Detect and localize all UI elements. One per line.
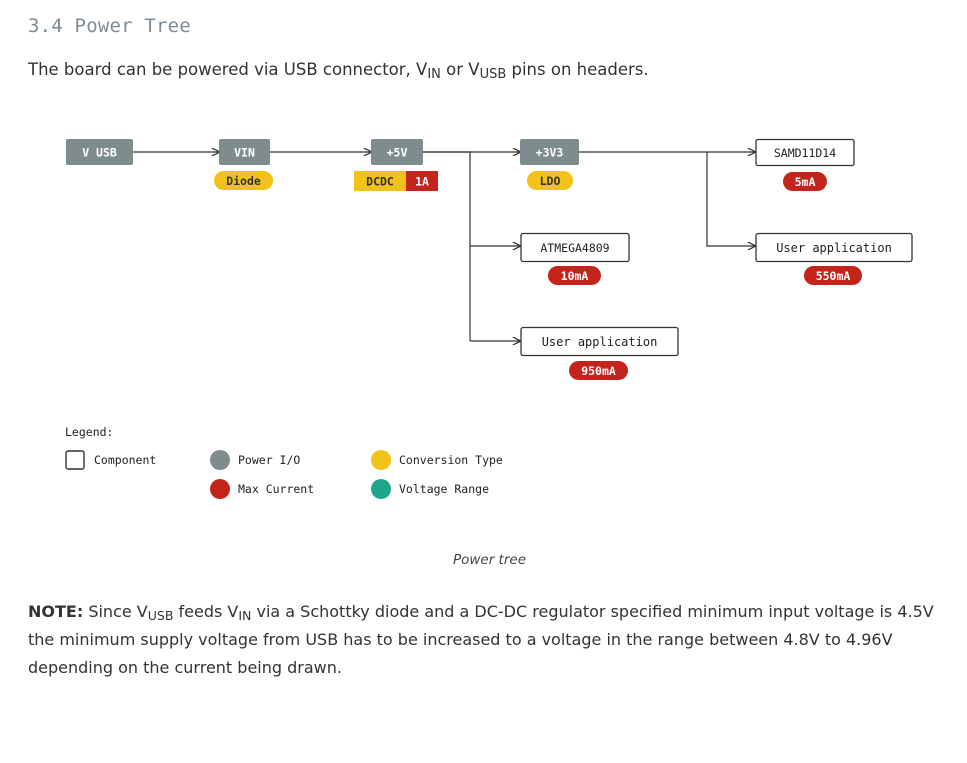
legend-voltage-range-label: Voltage Range xyxy=(399,482,489,496)
node-vusb-label: V USB xyxy=(82,146,117,160)
section-title: 3.4 Power Tree xyxy=(28,15,191,37)
node-vin-label: VIN xyxy=(234,146,255,160)
legend-power-io-swatch xyxy=(210,450,230,470)
node-userapp-3v3-label: User application xyxy=(776,241,892,255)
component-atmega xyxy=(520,232,630,263)
node-3v3-label: +3V3 xyxy=(536,146,564,160)
power-io-3v3 xyxy=(520,139,579,165)
note-paragraph: NOTE: Since VUSB feeds VIN via a Schottk… xyxy=(28,598,953,682)
legend-component-label: Component xyxy=(94,453,156,467)
node-5v: +5V DCDC 1A xyxy=(354,139,438,191)
node-atmega-current: 10mA xyxy=(561,269,589,283)
node-vin-conversion: Diode xyxy=(226,174,261,188)
intro-paragraph: The board can be powered via USB connect… xyxy=(28,60,649,82)
node-5v-label: +5V xyxy=(387,146,408,160)
node-userapp-5v: User application 950mA xyxy=(520,326,679,380)
node-userapp-5v-current: 950mA xyxy=(581,364,616,378)
legend-max-current-swatch xyxy=(210,479,230,499)
power-io-vin xyxy=(219,139,270,165)
legend-voltage-range-swatch xyxy=(371,479,391,499)
note-text-3: via a Schottky diode and a DC-DC regulat… xyxy=(28,602,934,677)
node-vin: VIN Diode xyxy=(214,139,273,190)
intro-text-3: pins on headers. xyxy=(506,60,649,79)
conversion-badge-diode xyxy=(214,171,273,190)
node-userapp-3v3: User application 550mA xyxy=(755,232,913,285)
node-3v3: +3V3 LDO xyxy=(520,139,579,190)
figure-caption: Power tree xyxy=(452,552,527,568)
legend-max-current-label: Max Current xyxy=(238,482,314,496)
legend-power-io-label: Power I/O xyxy=(238,453,300,467)
power-io-vusb xyxy=(66,139,133,165)
node-userapp-5v-label: User application xyxy=(542,335,658,349)
current-badge-550ma xyxy=(804,266,862,285)
node-3v3-conversion: LDO xyxy=(540,174,561,188)
node-5v-current: 1A xyxy=(415,175,429,189)
legend: Legend: Component Power I/O Max Current … xyxy=(65,425,503,499)
line-5v-trunk xyxy=(423,151,471,341)
conversion-badge-dcdc xyxy=(354,171,406,191)
node-samd-current: 5mA xyxy=(795,175,816,189)
note-sub-usb: USB xyxy=(147,608,174,623)
legend-title: Legend: xyxy=(65,425,113,439)
component-samd xyxy=(755,138,855,167)
legend-component-swatch xyxy=(65,450,85,470)
conversion-badge-ldo xyxy=(527,171,573,190)
current-badge-5ma xyxy=(783,172,827,191)
power-io-5v xyxy=(371,139,423,165)
node-atmega-label: ATMEGA4809 xyxy=(540,241,609,255)
node-5v-conversion: DCDC xyxy=(366,175,394,189)
power-tree-diagram: V USB VIN Diode +5V DCDC 1A +3V3 LDO SAM… xyxy=(65,138,913,499)
current-badge-1a xyxy=(406,171,438,191)
note-text-1: Since V xyxy=(83,602,148,621)
current-badge-950ma xyxy=(569,361,628,380)
node-userapp-3v3-current: 550mA xyxy=(816,269,851,283)
node-samd: SAMD11D14 5mA xyxy=(755,138,855,191)
legend-conversion-type-swatch xyxy=(371,450,391,470)
connector-lines xyxy=(133,152,755,341)
component-userapp-3v3 xyxy=(755,232,913,263)
line-3v3-userapp xyxy=(706,152,755,246)
note-sub-in: IN xyxy=(238,608,252,623)
component-userapp-5v xyxy=(520,326,679,357)
node-vusb: V USB xyxy=(66,139,133,165)
intro-text-1: The board can be powered via USB connect… xyxy=(28,60,428,79)
intro-text-2: or V xyxy=(440,60,480,79)
intro-sub-in: IN xyxy=(427,67,441,82)
legend-conversion-type-label: Conversion Type xyxy=(399,453,503,467)
node-samd-label: SAMD11D14 xyxy=(774,146,836,160)
intro-sub-usb: USB xyxy=(479,67,507,82)
current-badge-10ma xyxy=(548,266,601,285)
node-atmega: ATMEGA4809 10mA xyxy=(520,232,630,285)
note-label: NOTE: xyxy=(28,602,84,621)
note-text-2: feeds V xyxy=(173,602,239,621)
